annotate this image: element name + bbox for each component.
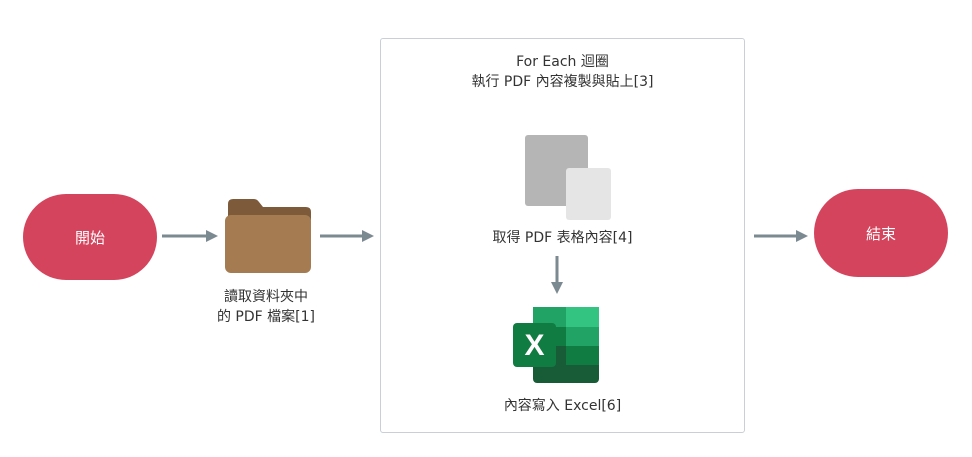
arrow-loop-to-end <box>754 230 808 242</box>
arrow-get-pdf-to-excel <box>551 256 563 294</box>
end-node: 結束 <box>814 189 948 277</box>
read-folder-label-line2: 的 PDF 檔案[1] <box>216 309 315 325</box>
arrow-folder-to-loop <box>320 230 374 242</box>
loop-title: For Each 迴圈 執行 PDF 內容複製與貼上[3] <box>380 52 745 92</box>
read-folder-label-line1: 讀取資料夾中 <box>224 289 308 305</box>
excel-label: 內容寫入 Excel[6] <box>503 398 622 414</box>
loop-title-line1: For Each 迴圈 <box>516 54 609 70</box>
start-label: 開始 <box>74 228 105 247</box>
excel-icon: X <box>513 307 599 383</box>
get-pdf-label: 取得 PDF 表格內容[4] <box>492 230 633 246</box>
arrow-start-to-folder <box>162 230 218 242</box>
start-node: 開始 <box>23 194 157 280</box>
read-folder-label: 讀取資料夾中 的 PDF 檔案[1] <box>196 287 336 327</box>
copy-pages-icon <box>525 135 611 220</box>
loop-title-line2: 執行 PDF 內容複製與貼上[3] <box>471 74 654 90</box>
folder-icon <box>225 199 311 273</box>
end-label: 結束 <box>865 224 896 243</box>
excel-icon-letter: X <box>524 329 544 362</box>
